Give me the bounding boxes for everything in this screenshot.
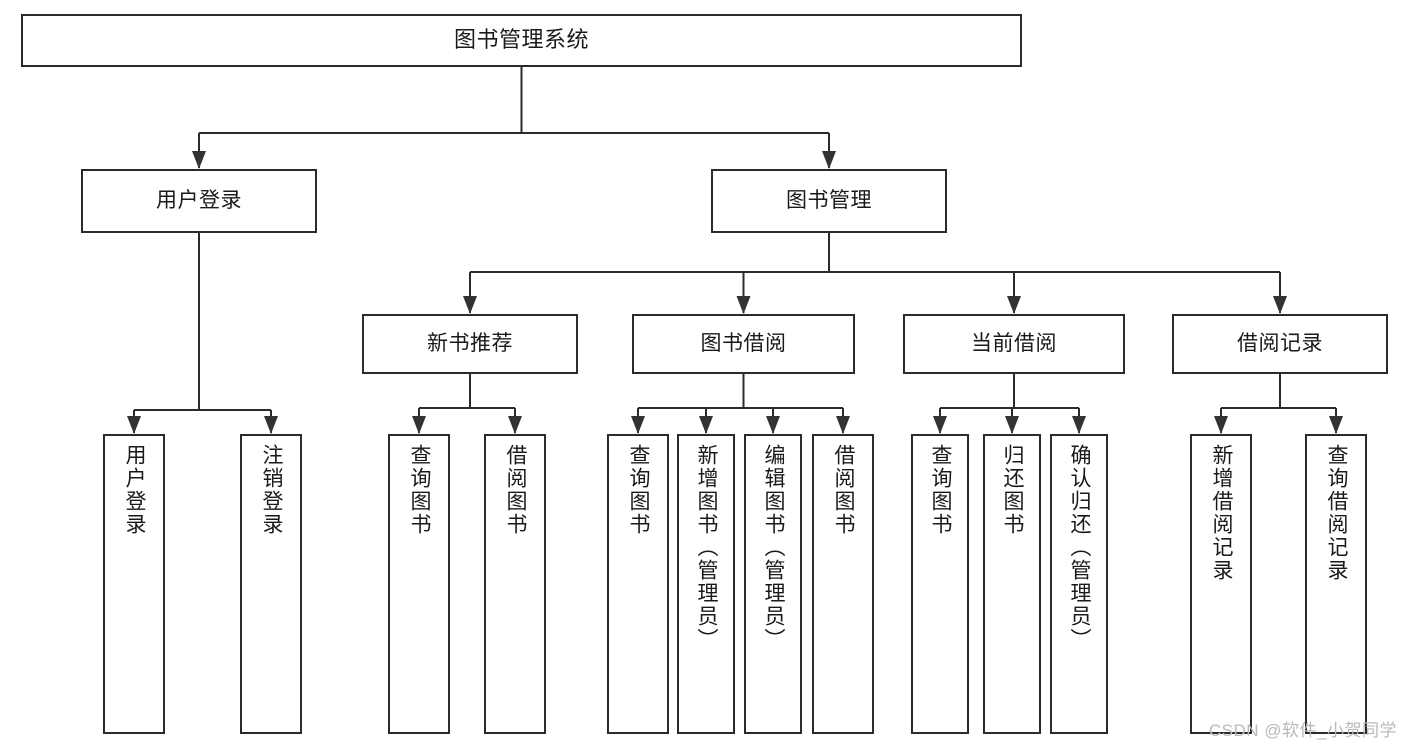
node-root-system[interactable]: 图书管理系统 — [21, 14, 1022, 67]
node-label: 新增借阅记录 — [1210, 444, 1234, 582]
watermark-text: CSDN @软件_小贺同学 — [1208, 721, 1397, 740]
node-label: 查询图书 — [627, 444, 651, 536]
node-book-borrow[interactable]: 图书借阅 — [632, 314, 855, 374]
node-user-login[interactable]: 用户登录 — [81, 169, 317, 233]
node-label: 归还图书 — [1001, 444, 1025, 536]
node-label: 借阅图书 — [832, 444, 856, 536]
node-label: 查询图书 — [408, 444, 432, 536]
leaf-logout[interactable]: 注销登录 — [240, 434, 302, 734]
leaf-query-borrow-record[interactable]: 查询借阅记录 — [1305, 434, 1367, 734]
leaf-query-book-borrow[interactable]: 查询图书 — [607, 434, 669, 734]
leaf-query-book-current[interactable]: 查询图书 — [911, 434, 969, 734]
node-label: 借阅记录 — [1237, 332, 1323, 356]
node-label: 确认归还（管理员） — [1068, 444, 1092, 651]
node-book-manage[interactable]: 图书管理 — [711, 169, 947, 233]
node-label: 图书借阅 — [700, 332, 787, 356]
node-label: 借阅图书 — [504, 444, 528, 536]
node-label: 新书推荐 — [427, 332, 513, 356]
leaf-borrow-book-borrow[interactable]: 借阅图书 — [812, 434, 874, 734]
node-new-book-recommend[interactable]: 新书推荐 — [362, 314, 578, 374]
node-label: 新增图书（管理员） — [695, 444, 719, 651]
node-label: 查询借阅记录 — [1325, 444, 1349, 582]
node-current-borrow[interactable]: 当前借阅 — [903, 314, 1125, 374]
node-label: 编辑图书（管理员） — [762, 444, 786, 651]
leaf-add-borrow-record[interactable]: 新增借阅记录 — [1190, 434, 1252, 734]
node-label: 查询图书 — [929, 444, 953, 536]
leaf-query-book-recommend[interactable]: 查询图书 — [388, 434, 450, 734]
node-label: 当前借阅 — [971, 332, 1057, 356]
leaf-borrow-book-recommend[interactable]: 借阅图书 — [484, 434, 546, 734]
node-label: 注销登录 — [260, 444, 284, 536]
node-label: 图书管理系统 — [453, 27, 589, 53]
leaf-add-book-admin[interactable]: 新增图书（管理员） — [677, 434, 735, 734]
node-label: 用户登录 — [156, 189, 242, 213]
leaf-edit-book-admin[interactable]: 编辑图书（管理员） — [744, 434, 802, 734]
leaf-return-book[interactable]: 归还图书 — [983, 434, 1041, 734]
node-label: 用户登录 — [123, 444, 147, 536]
node-label: 图书管理 — [786, 189, 872, 213]
node-borrow-record[interactable]: 借阅记录 — [1172, 314, 1388, 374]
leaf-user-login[interactable]: 用户登录 — [103, 434, 165, 734]
leaf-confirm-return-admin[interactable]: 确认归还（管理员） — [1050, 434, 1108, 734]
